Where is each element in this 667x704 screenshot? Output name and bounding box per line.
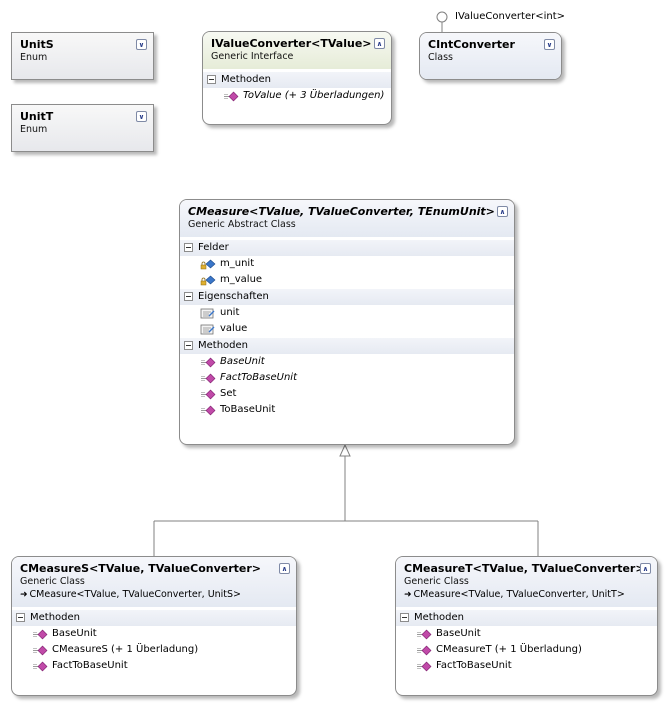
- collapse-chevron-icon[interactable]: ∧: [374, 38, 385, 49]
- shape-body: Methoden ToValue (+ 3 Überladungen): [203, 69, 391, 108]
- member-value[interactable]: value: [180, 321, 514, 337]
- method-icon: [201, 405, 216, 416]
- section-felder[interactable]: Felder: [180, 240, 514, 256]
- method-icon: [33, 661, 48, 672]
- collapse-minus-icon[interactable]: [184, 243, 193, 252]
- member-tovalue[interactable]: ToValue (+ 3 Überladungen): [203, 88, 391, 104]
- member-facttobaseunit[interactable]: FactToBaseUnit: [12, 658, 296, 674]
- shape-stereotype: Class: [428, 52, 453, 63]
- member-constructor[interactable]: CMeasureS (+ 1 Überladung): [12, 642, 296, 658]
- lollipop-label: IValueConverter<int>: [455, 11, 566, 22]
- inheritance-arrowhead: [339, 443, 351, 457]
- member-constructor[interactable]: CMeasureT (+ 1 Überladung): [396, 642, 657, 658]
- member-baseunit[interactable]: BaseUnit: [180, 354, 514, 370]
- method-icon: [417, 629, 432, 640]
- expand-chevron-icon[interactable]: ∨: [136, 111, 147, 122]
- method-icon: [201, 373, 216, 384]
- expand-chevron-icon[interactable]: ∨: [544, 39, 555, 50]
- method-icon: [33, 629, 48, 640]
- member-facttobaseunit[interactable]: FactToBaseUnit: [180, 370, 514, 386]
- member-baseunit[interactable]: BaseUnit: [12, 626, 296, 642]
- member-facttobaseunit[interactable]: FactToBaseUnit: [396, 658, 657, 674]
- base-class-label: ➜CMeasure<TValue, TValueConverter, UnitT…: [404, 589, 625, 600]
- enum-units[interactable]: UnitS Enum ∨: [11, 32, 154, 80]
- shape-title: CMeasureS<TValue, TValueConverter>: [20, 562, 261, 575]
- section-methoden[interactable]: Methoden: [12, 610, 296, 626]
- method-icon: [201, 357, 216, 368]
- collapse-chevron-icon[interactable]: ∧: [497, 206, 508, 217]
- method-icon: [201, 389, 216, 400]
- section-methoden[interactable]: Methoden: [203, 72, 391, 88]
- shape-body: Methoden BaseUnit CMeasureT (+ 1 Überlad…: [396, 607, 657, 678]
- member-m-value[interactable]: m_value: [180, 272, 514, 288]
- collapse-minus-icon[interactable]: [400, 613, 409, 622]
- collapse-chevron-icon[interactable]: ∧: [279, 563, 290, 574]
- interface-ivalueconverter[interactable]: IValueConverter<TValue> Generic Interfac…: [202, 31, 392, 125]
- shape-stereotype: Enum: [20, 52, 48, 63]
- field-lock-icon: [200, 259, 216, 270]
- member-m-unit[interactable]: m_unit: [180, 256, 514, 272]
- shape-body: Felder m_unit m_value Eigenschaften unit…: [180, 237, 514, 422]
- shape-body: Methoden BaseUnit CMeasureS (+ 1 Überlad…: [12, 607, 296, 678]
- base-class-label: ➜CMeasure<TValue, TValueConverter, UnitS…: [20, 589, 242, 600]
- member-unit[interactable]: unit: [180, 305, 514, 321]
- field-lock-icon: [200, 275, 216, 286]
- inherits-arrow-icon: ➜: [404, 590, 412, 600]
- collapse-minus-icon[interactable]: [184, 341, 193, 350]
- shape-title: UnitT: [20, 110, 54, 123]
- lollipop-circle: [436, 11, 448, 23]
- property-icon: [200, 308, 215, 319]
- class-cmeasures[interactable]: CMeasureS<TValue, TValueConverter> Gener…: [11, 556, 297, 696]
- member-tobaseunit[interactable]: ToBaseUnit: [180, 402, 514, 418]
- shape-title: CMeasure<TValue, TValueConverter, TEnumU…: [188, 205, 495, 218]
- section-eigenschaften[interactable]: Eigenschaften: [180, 289, 514, 305]
- shape-stereotype: Enum: [20, 124, 48, 135]
- section-methoden[interactable]: Methoden: [180, 338, 514, 354]
- shape-title: UnitS: [20, 38, 54, 51]
- shape-stereotype: Generic Abstract Class: [188, 219, 296, 230]
- member-set[interactable]: Set: [180, 386, 514, 402]
- collapse-minus-icon[interactable]: [207, 75, 216, 84]
- shape-stereotype: Generic Class: [404, 576, 469, 587]
- method-icon: [224, 91, 239, 102]
- class-cmeasuret[interactable]: CMeasureT<TValue, TValueConverter> Gener…: [395, 556, 658, 696]
- shape-stereotype: Generic Interface: [211, 51, 294, 62]
- shape-title: CMeasureT<TValue, TValueConverter>: [404, 562, 645, 575]
- property-icon: [200, 324, 215, 335]
- expand-chevron-icon[interactable]: ∨: [136, 39, 147, 50]
- collapse-minus-icon[interactable]: [16, 613, 25, 622]
- shape-title: IValueConverter<TValue>: [211, 37, 372, 50]
- method-icon: [417, 661, 432, 672]
- member-baseunit[interactable]: BaseUnit: [396, 626, 657, 642]
- shape-stereotype: Generic Class: [20, 576, 85, 587]
- section-methoden[interactable]: Methoden: [396, 610, 657, 626]
- collapse-minus-icon[interactable]: [184, 292, 193, 301]
- class-cintconverter[interactable]: CIntConverter Class ∨: [419, 32, 562, 80]
- method-icon: [33, 645, 48, 656]
- class-cmeasure[interactable]: CMeasure<TValue, TValueConverter, TEnumU…: [179, 199, 515, 445]
- collapse-chevron-icon[interactable]: ∧: [640, 563, 651, 574]
- enum-unitt[interactable]: UnitT Enum ∨: [11, 104, 154, 152]
- inherits-arrow-icon: ➜: [20, 590, 28, 600]
- shape-title: CIntConverter: [428, 38, 515, 51]
- method-icon: [417, 645, 432, 656]
